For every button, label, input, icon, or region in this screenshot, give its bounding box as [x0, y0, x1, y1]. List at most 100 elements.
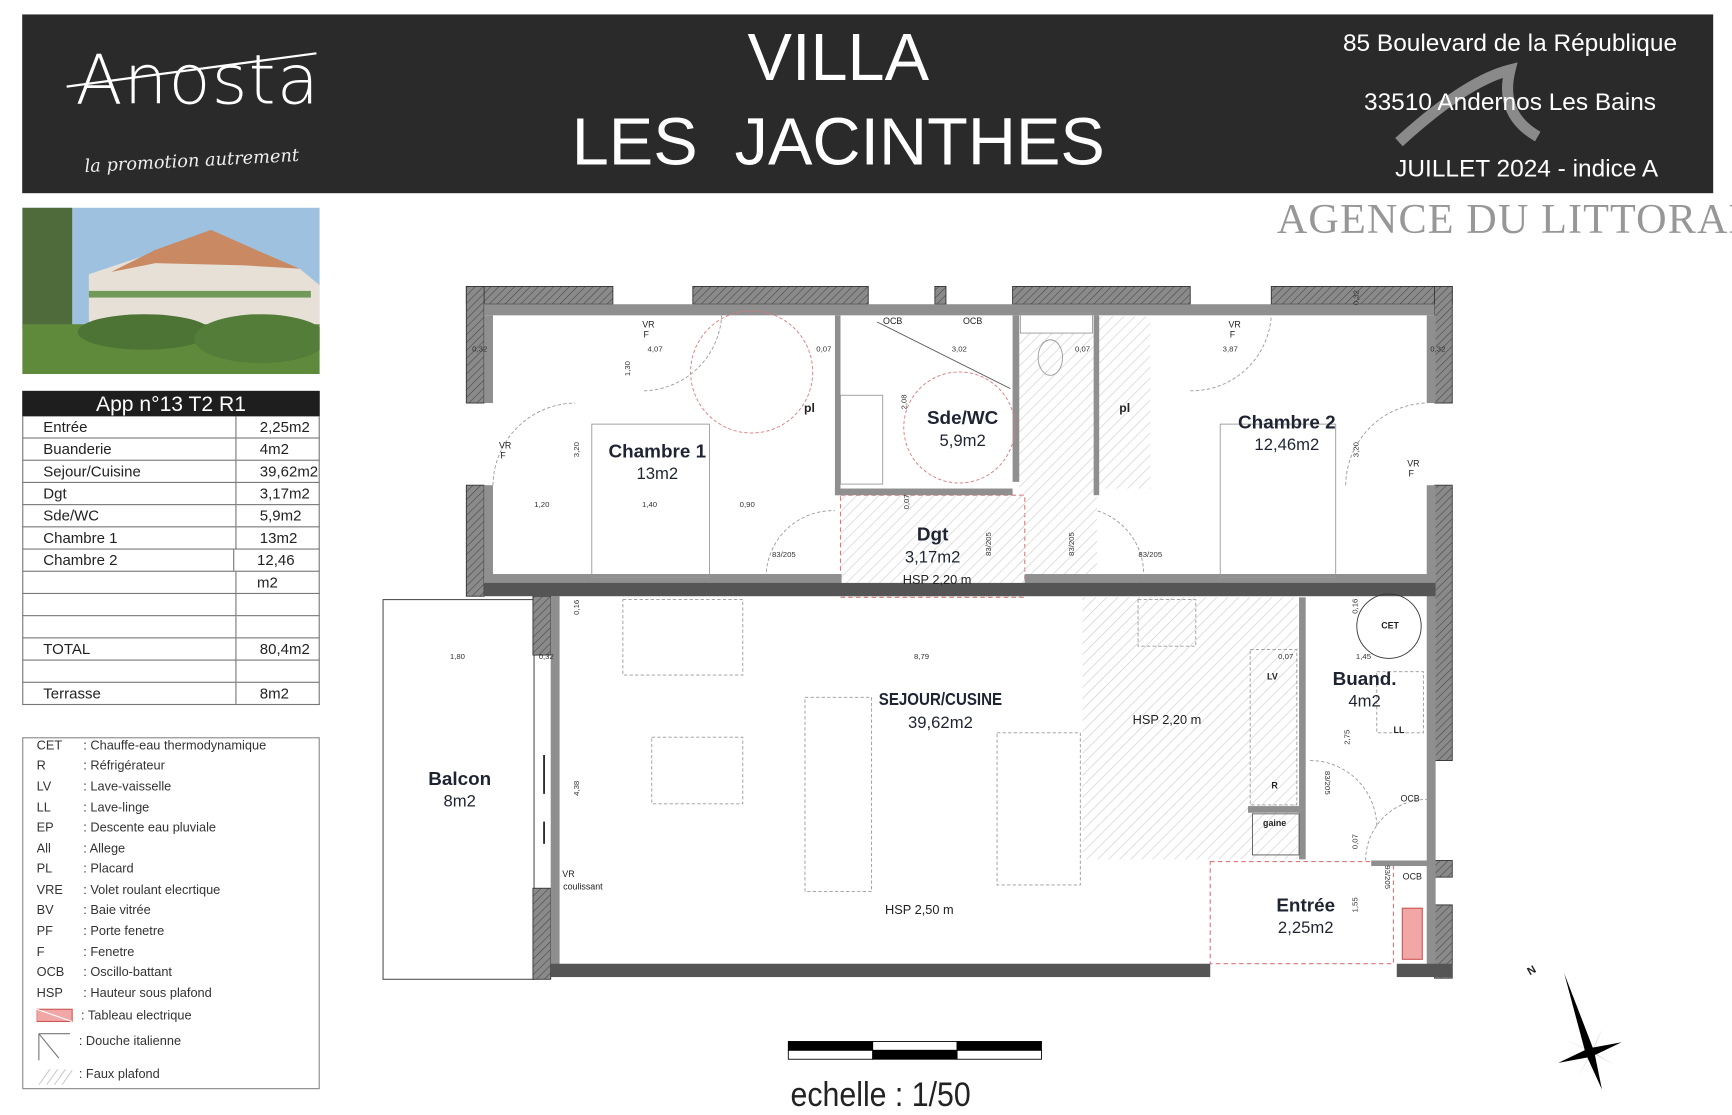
sliding-vr-label: VR — [562, 869, 575, 880]
dimension: 0,90 — [739, 501, 755, 510]
dimension: 1,40 — [641, 501, 658, 510]
row-label: Sde/WC — [23, 505, 237, 527]
door-dimension: 83/205 — [1322, 770, 1331, 795]
room-name-chambre-2: Chambre 2 — [1238, 411, 1336, 434]
table-row: Entrée 2,25m2 — [22, 416, 320, 439]
row-label: Dgt — [23, 482, 237, 505]
italian-shower-icon — [38, 1033, 70, 1061]
dimension: 4,07 — [647, 345, 663, 354]
gaine-box — [1251, 813, 1300, 856]
dimension: 2,08 — [901, 394, 909, 410]
dimension: 3,02 — [951, 345, 967, 354]
legend-desc: : Lave-vaisselle — [83, 780, 172, 794]
room-name-sde: Sde/WC — [926, 407, 999, 429]
row-value: 12,46 m2 — [257, 551, 295, 591]
row-value: 13m2 — [259, 529, 298, 547]
legend-symbols — [36, 1008, 73, 1085]
door-dimension: 83/205 — [1068, 532, 1077, 556]
row-label: Buanderie — [23, 438, 237, 460]
window-vr-label: VR — [1228, 319, 1241, 330]
structural-walls — [484, 582, 1453, 978]
row-value: 4m2 — [259, 440, 289, 458]
dimension: 1,20 — [534, 501, 550, 510]
legend-item: OCB: Oscillo-battant — [37, 966, 172, 979]
legend-desc: : Lave-linge — [83, 801, 150, 815]
dimension: 0,07 — [816, 345, 832, 354]
legend-item: PL : Placard — [37, 863, 134, 876]
legend-desc: : Réfrigérateur — [83, 759, 165, 773]
legend-desc: : Hauteur sous plafond — [83, 987, 212, 1001]
legend-abbr: All — [36, 842, 51, 857]
balcony-outline — [382, 599, 535, 980]
legend-desc: : Placard — [83, 862, 134, 877]
legend-item: CET: Chauffe-eau thermodynamique — [37, 739, 267, 752]
legend-false-ceiling: : Faux plafond — [78, 1068, 160, 1082]
dimension: 4,38 — [573, 780, 582, 796]
bed-2 — [1219, 423, 1337, 578]
legend-abbr: LV — [36, 780, 52, 794]
dimension: 0,07 — [903, 494, 912, 510]
sliding-label: coulissant — [563, 881, 603, 892]
legend-desc: : Porte fenetre — [83, 924, 165, 939]
sofa — [804, 696, 873, 893]
legend-abbr: R — [36, 759, 46, 773]
row-value: 3,17m2 — [259, 485, 310, 502]
fridge-label: R — [1271, 780, 1278, 791]
row-value: 2,25m2 — [259, 418, 310, 436]
row-label: Sejour/Cuisine — [23, 460, 237, 482]
room-name-balcon: Balcon — [428, 768, 492, 790]
legend-desc: : Volet roulant elecrtique — [83, 883, 221, 898]
dimension: 0,32 — [538, 653, 554, 662]
door-dimension: 83/205 — [985, 532, 994, 556]
dimension: 0,07 — [1074, 345, 1091, 354]
row-label: Entrée — [23, 416, 237, 438]
window-vr-label: VR — [1407, 458, 1420, 469]
total-value: 80,4m2 — [259, 640, 310, 658]
wc-tank — [1019, 312, 1093, 334]
toilet — [1037, 339, 1064, 376]
room-name-buanderie: Buand. — [1332, 668, 1397, 690]
window-f-label: F — [1408, 468, 1414, 479]
bed-1 — [591, 423, 710, 578]
sink — [840, 394, 884, 485]
total-row: TOTAL 80,4m2 — [22, 638, 320, 661]
legend-item: EP: Descente eau pluviale — [37, 822, 216, 835]
table-row-empty — [22, 571, 320, 595]
table-row-empty — [22, 660, 320, 683]
window-vr-label: VR — [642, 319, 655, 330]
cet-tank — [1356, 593, 1422, 659]
legend-desc: : Oscillo-battant — [83, 965, 172, 980]
table-row: Buanderie 4m2 — [22, 438, 320, 461]
building-photo — [22, 207, 320, 375]
room-area-dgt: 3,17m2 — [904, 547, 961, 567]
furniture — [492, 310, 1427, 893]
dimension: 1,30 — [624, 361, 633, 377]
room-area-entree: 2,25m2 — [1277, 918, 1334, 938]
cet-label: CET — [1381, 620, 1399, 631]
room-name-chambre-1: Chambre 1 — [608, 440, 707, 462]
interior-walls — [484, 304, 1436, 974]
revision-date: JUILLET 2024 - indice A — [1395, 154, 1659, 183]
room-hsp-cuisine: HSP 2,20 m — [1132, 713, 1202, 728]
room-name-sejour: SEJOUR/CUSINE — [878, 690, 1003, 710]
turning-circle — [690, 310, 814, 434]
false-ceiling-icon — [38, 1068, 73, 1085]
legend-abbr: VRE — [36, 883, 63, 898]
terrace-value: 8m2 — [259, 685, 289, 702]
legend-abbr: HSP — [36, 987, 63, 1001]
total-label: TOTAL — [23, 638, 237, 660]
window-vr-label: VR — [499, 440, 512, 451]
watermark: AGENCE DU LITTORAL — [1276, 196, 1732, 244]
legend-abbr: PL — [36, 862, 53, 877]
gaine-label: gaine — [1263, 818, 1287, 829]
room-name-dgt: Dgt — [916, 524, 949, 546]
room-name-entree: Entrée — [1276, 894, 1336, 916]
dimension: 1,45 — [1355, 653, 1372, 662]
legend-item: R : Réfrigérateur — [37, 759, 165, 772]
electrical-panel-icon — [1401, 907, 1423, 960]
row-label: Chambre 1 — [23, 527, 237, 549]
